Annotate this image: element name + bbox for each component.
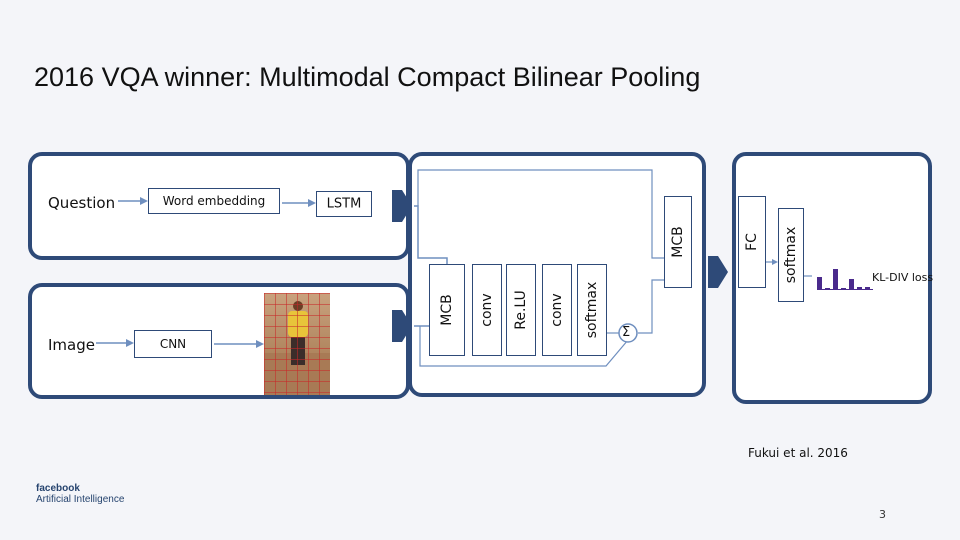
fc-box: FC [738, 196, 766, 288]
page-number: 3 [879, 508, 886, 521]
citation: Fukui et al. 2016 [748, 446, 848, 460]
histogram-bar [833, 269, 838, 290]
conv2-box: conv [542, 264, 572, 356]
attention-softmax-box: softmax [577, 264, 607, 356]
answer-block-arrow [708, 256, 728, 288]
weighted-sum-symbol: Σ [622, 325, 631, 340]
lstm-label: LSTM [326, 196, 362, 212]
attention-mcb-box: MCB [429, 264, 465, 356]
cnn-label: CNN [159, 337, 187, 351]
conv1-box: conv [472, 264, 502, 356]
histogram-icon [817, 262, 873, 290]
image-panel [28, 283, 410, 399]
histogram-bar [849, 279, 854, 290]
histogram-baseline [817, 289, 873, 290]
answer-softmax-box: softmax [778, 208, 804, 302]
histogram-bar [817, 277, 822, 290]
cnn-box: CNN [134, 330, 212, 358]
word-embedding-box: Word embedding [148, 188, 280, 214]
image-block-arrow [392, 310, 412, 342]
weighted-sum-node [618, 323, 638, 343]
answer-mcb-box: MCB [664, 196, 692, 288]
question-block-arrow [392, 190, 412, 222]
input-image [264, 293, 330, 395]
question-label: Question [48, 194, 116, 212]
image-label: Image [48, 336, 95, 354]
kl-div-loss-label: KL-DIV loss [872, 271, 934, 284]
relu-box: Re.LU [506, 264, 536, 356]
histogram-bar [857, 287, 862, 290]
logo-line1: facebook [36, 483, 80, 494]
facebook-ai-logo: facebook Artificial Intelligence [36, 483, 125, 505]
logo-line2: Artificial Intelligence [36, 493, 125, 505]
histogram-bar [865, 287, 870, 290]
word-embedding-label: Word embedding [162, 194, 266, 208]
slide-title: 2016 VQA winner: Multimodal Compact Bili… [34, 62, 701, 92]
lstm-box: LSTM [316, 191, 372, 217]
